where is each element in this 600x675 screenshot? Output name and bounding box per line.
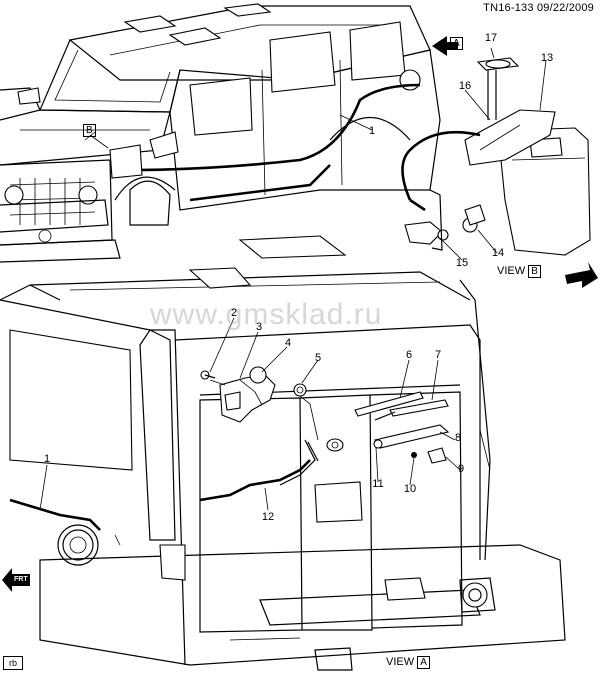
callout-6: 6 <box>405 349 413 361</box>
corner-tag: rb <box>3 656 23 670</box>
view-b-marker: B <box>83 124 96 137</box>
callout-8: 8 <box>454 432 462 444</box>
callout-1-bottom: 1 <box>43 453 51 465</box>
callout-17: 17 <box>484 32 498 44</box>
callout-9: 9 <box>457 463 465 475</box>
front-arrow-rear-view <box>2 568 30 592</box>
washer-reservoir-assembly <box>401 57 591 256</box>
front-arrow-view-b <box>565 262 598 288</box>
vehicle-rear-illustration <box>0 235 566 671</box>
callout-5: 5 <box>314 352 322 364</box>
diagram-code: TN16-133 <box>483 2 534 14</box>
view-a-pointer-arrow <box>432 36 458 56</box>
callout-15: 15 <box>455 257 469 269</box>
view-a-label: VIEW A <box>386 656 430 669</box>
callout-11: 11 <box>372 478 384 490</box>
vehicle-front-illustration <box>0 3 441 263</box>
callout-7: 7 <box>434 349 442 361</box>
callout-4: 4 <box>284 337 292 349</box>
frt-label-rear-view: FRT <box>14 576 28 583</box>
callout-1-top: 1 <box>368 125 376 137</box>
leader-lines <box>39 47 547 511</box>
callout-10: 10 <box>403 483 417 495</box>
view-a-marker: A <box>450 37 463 50</box>
view-b-label: VIEW B <box>497 265 541 278</box>
watermark: www.gmsklad.ru <box>150 298 383 331</box>
callout-12: 12 <box>261 511 275 523</box>
callout-2: 2 <box>230 307 238 319</box>
diagram-date: 09/22/2009 <box>536 2 594 14</box>
callout-14: 14 <box>491 247 505 259</box>
callout-3: 3 <box>255 321 263 333</box>
rear-wiper-components <box>200 366 450 486</box>
diagram-header: TN16-133 09/22/2009 <box>483 2 594 14</box>
callout-13: 13 <box>540 52 554 64</box>
callout-16: 16 <box>458 80 472 92</box>
